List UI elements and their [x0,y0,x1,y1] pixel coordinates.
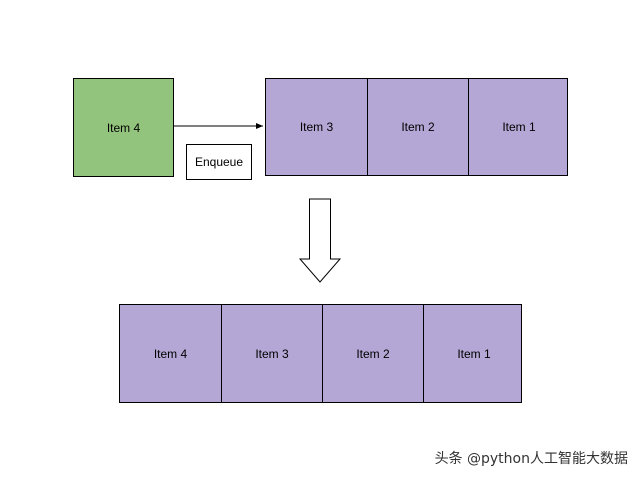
queue-after: Item 4 Item 3 Item 2 Item 1 [119,304,522,403]
queue-after-cell: Item 1 [423,305,524,402]
queue-before-cell: Item 1 [468,79,569,175]
queue-after-cell: Item 4 [153,346,188,361]
new-item-box: Item 4 [73,78,174,177]
queue-before-cell: Item 3 [299,120,334,134]
down-arrow-icon [298,198,342,283]
queue-before: Item 3 Item 2 Item 1 [265,78,568,176]
queue-after-cell: Item 3 [221,305,322,402]
watermark: 头条 @python人工智能大数据 [434,451,628,467]
queue-after-cell: Item 2 [322,305,423,402]
queue-before-cell: Item 2 [367,79,468,175]
operation-label: Enqueue [186,144,252,180]
